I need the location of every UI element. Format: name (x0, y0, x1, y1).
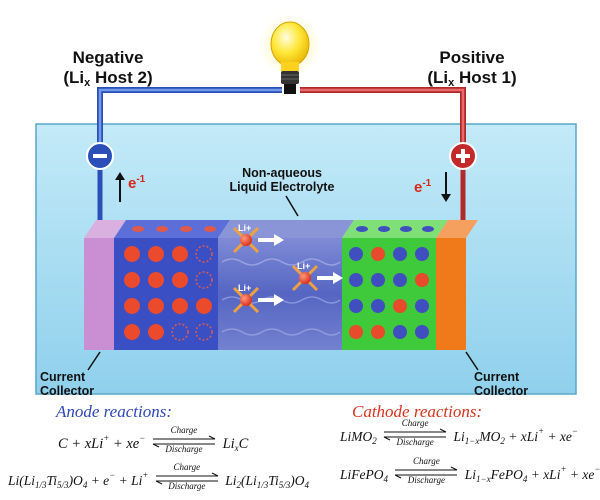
host-site (393, 247, 407, 261)
lithium-site (371, 325, 385, 339)
host-site (415, 299, 429, 313)
plus-terminal-icon (449, 142, 477, 170)
vacant-site (195, 271, 213, 289)
electron-label-left: e-1 (128, 174, 146, 192)
electron-label-right: e-1 (414, 178, 432, 196)
electron-arrow-left (115, 172, 125, 202)
lithium-site (124, 246, 140, 262)
electrolyte-label: Non-aqueous Liquid Electrolyte (229, 166, 335, 194)
host-site (349, 299, 363, 313)
positive-electrode-header: Positive (Lix Host 1) (427, 48, 517, 89)
right-current-collector (436, 220, 478, 350)
lithium-ion-icon: Li+ (232, 223, 284, 254)
lithium-site (148, 324, 164, 340)
negative-electrode-header: Negative (Lix Host 2) (63, 48, 153, 89)
electron-arrow-right (441, 172, 451, 202)
lithium-site (393, 299, 407, 313)
vacant-site (195, 323, 213, 341)
lithium-site (124, 324, 140, 340)
svg-text:Li+: Li+ (238, 223, 251, 233)
host-site (393, 325, 407, 339)
lithium-site (124, 298, 140, 314)
lithium-site (172, 272, 188, 288)
lithium-site (148, 272, 164, 288)
lithium-site (371, 247, 385, 261)
lithium-site (124, 272, 140, 288)
host-site (349, 273, 363, 287)
host-site (393, 273, 407, 287)
left-current-collector (84, 220, 126, 350)
lithium-site (349, 325, 363, 339)
lithium-ion-icon: Li+ (291, 261, 343, 292)
svg-text:Li+: Li+ (297, 261, 310, 271)
host-site (349, 247, 363, 261)
lithium-site (148, 298, 164, 314)
host-site (415, 325, 429, 339)
lithium-site (196, 298, 212, 314)
vacant-site (195, 245, 213, 263)
cathode-block (342, 220, 448, 350)
light-bulb-icon (258, 13, 322, 94)
left-collector-label: Current Collector (40, 370, 95, 398)
anode-block (114, 220, 230, 350)
svg-text:Li+: Li+ (238, 283, 251, 293)
minus-terminal-icon (86, 142, 114, 170)
lithium-site (172, 246, 188, 262)
host-site (371, 273, 385, 287)
host-site (371, 299, 385, 313)
anode-reactions-title: Anode reactions: (56, 402, 172, 421)
lithium-site (415, 273, 429, 287)
lithium-site (148, 246, 164, 262)
right-collector-label: Current Collector (474, 370, 529, 398)
host-site (415, 247, 429, 261)
cathode-reactions-title: Cathode reactions: (352, 402, 483, 421)
vacant-site (171, 323, 189, 341)
lithium-ion-icon: Li+ (232, 283, 284, 314)
lithium-site (172, 298, 188, 314)
